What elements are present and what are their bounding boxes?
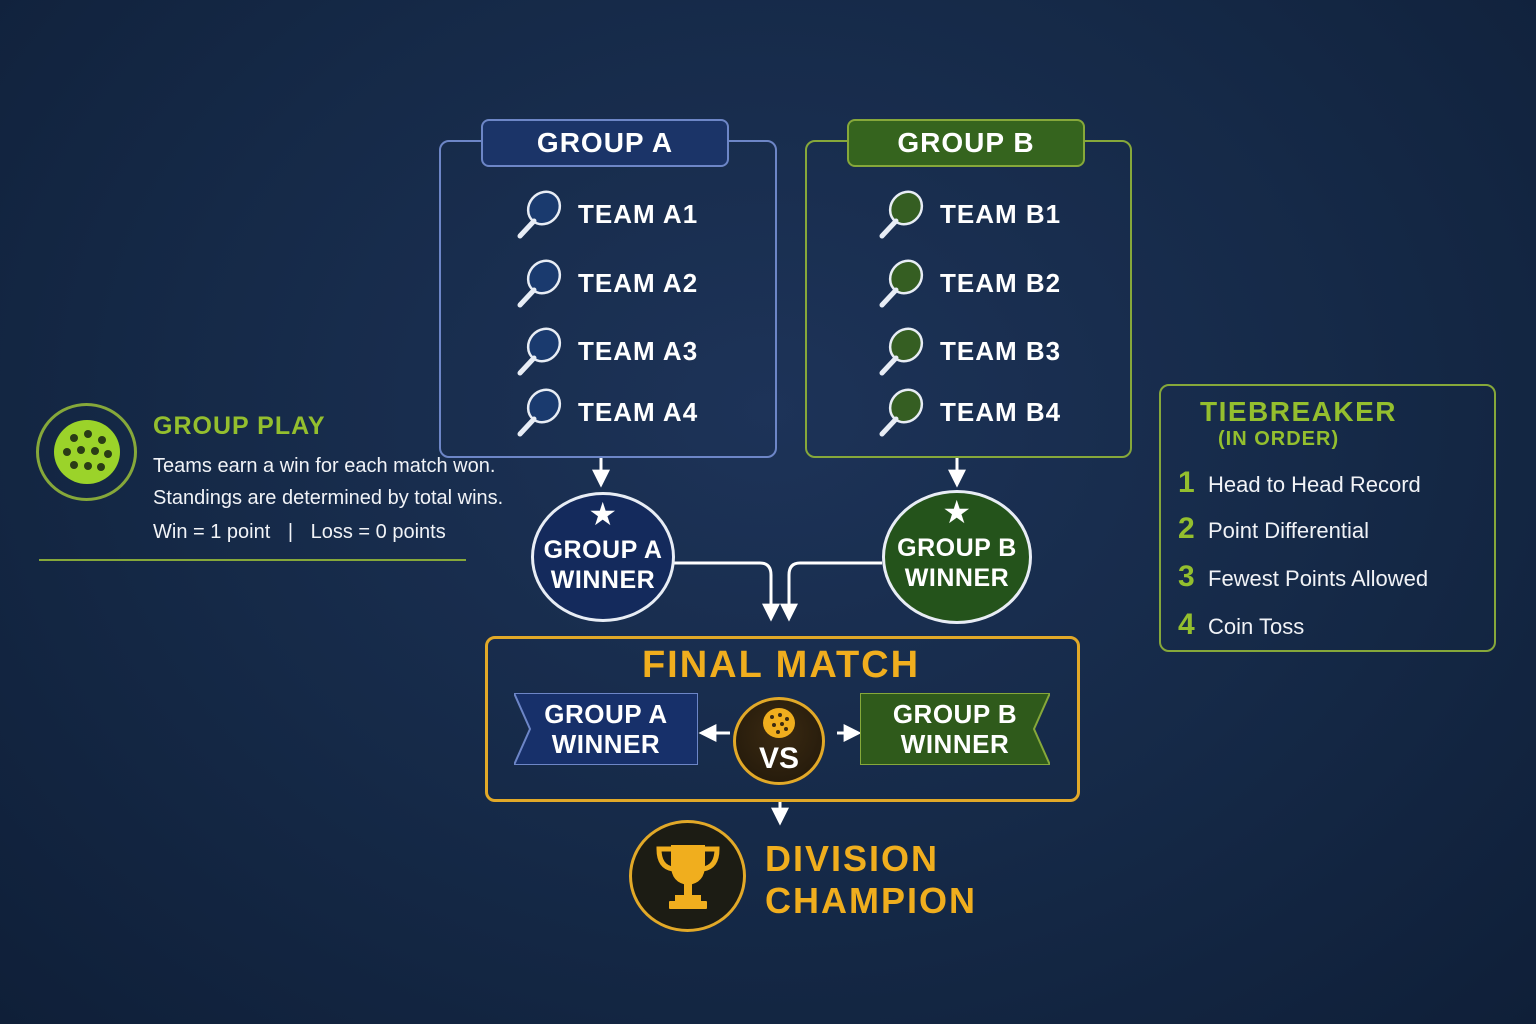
division-champion-label: DIVISION CHAMPION bbox=[765, 838, 977, 922]
winner-label-line1: GROUP B bbox=[897, 534, 1017, 562]
paddle-icon bbox=[517, 388, 562, 437]
paddle-icon bbox=[517, 190, 562, 239]
team-a1: TEAM A1 bbox=[514, 188, 698, 240]
banner-shape bbox=[514, 693, 698, 765]
team-b4: TEAM B4 bbox=[876, 386, 1061, 438]
team-a3: TEAM A3 bbox=[514, 325, 698, 377]
team-label: TEAM B2 bbox=[940, 267, 1062, 298]
tiebreaker-subtitle: (IN ORDER) bbox=[1218, 428, 1340, 450]
paddle-icon bbox=[879, 327, 924, 376]
paddle-icon bbox=[879, 190, 924, 239]
winner-label-line2: WINNER bbox=[904, 564, 1010, 592]
winner-label-line1: GROUP A bbox=[543, 536, 663, 564]
group-play-badge bbox=[36, 403, 137, 501]
group-a-title: GROUP A bbox=[481, 119, 729, 167]
team-label: TEAM A3 bbox=[578, 335, 699, 366]
pickleball-icon bbox=[763, 708, 795, 738]
tiebreaker-title: TIEBREAKER bbox=[1200, 396, 1398, 427]
team-a2: TEAM A2 bbox=[514, 257, 698, 309]
group-play-title: GROUP PLAY bbox=[153, 412, 326, 440]
team-label: TEAM A1 bbox=[578, 198, 699, 229]
champion-line2: CHAMPION bbox=[765, 880, 977, 921]
team-label: TEAM B4 bbox=[940, 396, 1062, 427]
final-right-line1: GROUP B bbox=[892, 699, 1018, 729]
paddle-icon bbox=[879, 388, 924, 437]
tiebreaker-item: 2 Point Differential bbox=[1178, 512, 1369, 546]
tiebreaker-number: 3 bbox=[1178, 560, 1195, 593]
team-label: TEAM A4 bbox=[578, 396, 699, 427]
group-play-line1: Teams earn a win for each match won. bbox=[153, 455, 496, 477]
tiebreaker-label: Point Differential bbox=[1208, 518, 1370, 543]
paddle-icon bbox=[879, 259, 924, 308]
final-left-line1: GROUP A bbox=[544, 699, 668, 729]
final-left-line2: WINNER bbox=[551, 729, 661, 759]
group-play-scoring: Win = 1 point | Loss = 0 points bbox=[153, 521, 446, 544]
final-right-line2: WINNER bbox=[900, 729, 1010, 759]
tiebreaker-label: Fewest Points Allowed bbox=[1208, 566, 1429, 591]
tiebreaker-label: Coin Toss bbox=[1208, 614, 1305, 639]
group-a-winner-node: ★ GROUP A WINNER bbox=[531, 492, 675, 622]
paddle-icon bbox=[517, 327, 562, 376]
connector-winnera-to-final bbox=[671, 561, 780, 622]
star-icon: ★ bbox=[588, 496, 618, 532]
trophy-icon bbox=[655, 845, 720, 909]
tiebreaker-item: 3 Fewest Points Allowed bbox=[1178, 560, 1428, 594]
rule-separator: | bbox=[287, 521, 294, 543]
team-a4: TEAM A4 bbox=[514, 386, 698, 438]
tiebreaker-number: 4 bbox=[1178, 608, 1195, 641]
connector-winnerb-to-final bbox=[780, 561, 882, 622]
banner-shape bbox=[860, 693, 1050, 765]
champion-line1: DIVISION bbox=[765, 838, 940, 879]
group-b-winner-node: ★ GROUP B WINNER bbox=[882, 490, 1032, 624]
win-rule: Win = 1 point bbox=[153, 521, 271, 543]
tiebreaker-item: 4 Coin Toss bbox=[1178, 608, 1304, 642]
winner-label-line2: WINNER bbox=[550, 566, 656, 594]
team-label: TEAM B3 bbox=[940, 335, 1062, 366]
final-match-panel bbox=[485, 636, 1080, 802]
star-icon: ★ bbox=[942, 494, 972, 530]
group-play-line2: Standings are determined by total wins. bbox=[153, 487, 504, 509]
loss-rule: Loss = 0 points bbox=[310, 521, 446, 543]
vs-node: VS bbox=[733, 697, 825, 785]
tiebreaker-label: Head to Head Record bbox=[1208, 472, 1421, 497]
tiebreaker-number: 1 bbox=[1178, 466, 1195, 499]
team-b2: TEAM B2 bbox=[876, 257, 1061, 309]
tiebreaker-panel bbox=[1159, 384, 1496, 652]
tiebreaker-number: 2 bbox=[1178, 512, 1195, 545]
paddle-icon bbox=[517, 259, 562, 308]
champion-node bbox=[629, 820, 746, 932]
team-label: TEAM A2 bbox=[578, 267, 699, 298]
pickleball-icon bbox=[53, 420, 120, 484]
divider bbox=[39, 559, 466, 561]
team-b3: TEAM B3 bbox=[876, 325, 1061, 377]
team-b1: TEAM B1 bbox=[876, 188, 1061, 240]
vs-label: VS bbox=[758, 742, 800, 775]
tiebreaker-item: 1 Head to Head Record bbox=[1178, 466, 1421, 500]
team-label: TEAM B1 bbox=[940, 198, 1062, 229]
group-b-title: GROUP B bbox=[847, 119, 1085, 167]
final-match-title: FINAL MATCH bbox=[641, 644, 921, 686]
